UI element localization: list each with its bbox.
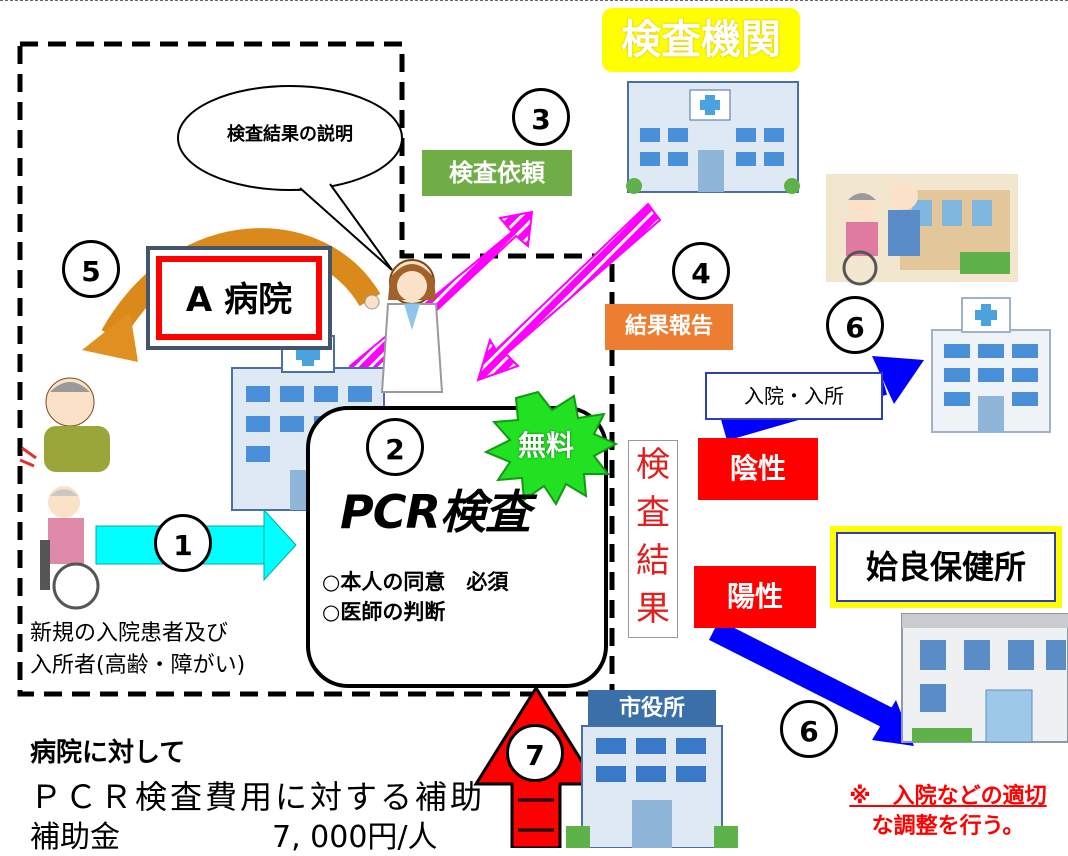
note-line-2: な調整を行う。	[871, 814, 1025, 839]
patient-icon	[19, 377, 110, 472]
pcr-test-title: PCR検査	[340, 485, 531, 539]
note-line-1: ※ 入院などの適切	[849, 784, 1047, 809]
pcr-condition-consent: ○本人の同意 必須	[322, 570, 509, 594]
free-starburst	[483, 390, 619, 506]
health-center-label-box: 姶良保健所	[830, 526, 1062, 608]
patients-line-2: 入所者(高齢・障がい)	[30, 653, 246, 678]
step-6-circle-admission: 6	[826, 296, 884, 354]
positive-label: 陽性	[694, 566, 816, 628]
result-report-label: 結果報告	[605, 304, 733, 350]
test-request-label: 検査依頼	[422, 150, 572, 196]
step-1-circle: 1	[154, 514, 212, 572]
negative-label: 陰性	[698, 438, 818, 500]
subsidy-description: ＰＣＲ検査費用に対する補助	[30, 778, 486, 816]
city-hall-sign: 市役所	[618, 696, 685, 721]
subsidy-amount-label: 補助金	[30, 820, 120, 855]
subsidy-amount-value: 7, 000円/人	[272, 820, 438, 855]
elderly-care-icon	[826, 174, 1018, 286]
doctor-icon	[364, 259, 444, 393]
patients-line-1: 新規の入院患者及び	[30, 621, 229, 646]
free-label: 無料	[518, 429, 575, 462]
step-3-circle: 3	[512, 88, 570, 146]
step-5-circle: 5	[62, 240, 120, 298]
step-7-circle: 7	[506, 724, 564, 782]
test-result-label: 検査結果	[628, 440, 678, 638]
hospital-a-name: A 病院	[156, 256, 322, 340]
wheelchair-patient-icon	[40, 486, 100, 610]
top-divider	[0, 0, 1068, 4]
pcr-condition-doctor: ○医師の判断	[322, 600, 446, 624]
health-center-building-icon	[901, 613, 1068, 743]
adjustment-note: ※ 入院などの適切 な調整を行う。	[830, 782, 1066, 842]
hospital-a-label: A 病院	[146, 246, 332, 350]
admission-hospital-icon	[931, 297, 1051, 433]
step-2-circle: 2	[366, 418, 424, 476]
patients-description: 新規の入院患者及び 入所者(高齢・障がい)	[30, 618, 245, 682]
step-6-circle-health-center: 6	[780, 700, 838, 758]
explanation-curved-arrow	[82, 228, 381, 362]
testing-institution-label: 検査機関	[602, 8, 800, 72]
admission-label: 入院・入所	[705, 372, 883, 420]
hospital-boundary-dashed	[17, 41, 615, 697]
step-4-circle: 4	[672, 242, 730, 300]
subsidy-heading: 病院に対して	[30, 738, 186, 768]
speech-bubble-text: 検査結果の説明	[227, 124, 353, 145]
speech-bubble-shape	[177, 85, 403, 271]
city-hall-icon	[566, 690, 738, 848]
testing-institution-building-icon	[626, 81, 800, 194]
health-center-name: 姶良保健所	[836, 532, 1056, 602]
result-report-arrow	[476, 202, 662, 382]
